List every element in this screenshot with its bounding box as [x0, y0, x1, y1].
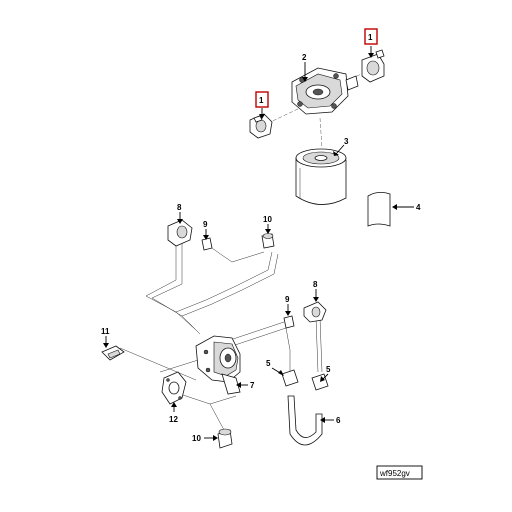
callout-6: 6: [336, 416, 341, 425]
callout-10-upper: 10: [263, 215, 272, 224]
elbow-fitting-upper: [167, 219, 193, 247]
callout-4: 4: [416, 203, 421, 212]
callout-2: 2: [302, 53, 307, 62]
clip-upper: [201, 237, 213, 251]
routing-lines: [119, 69, 371, 431]
leader-lines: [103, 46, 414, 441]
elbow-fitting-right: [303, 301, 327, 323]
highlight-box-callout-1-left: [255, 91, 269, 108]
fuel-hose: [287, 395, 323, 446]
pump-mount-bracket: [195, 335, 241, 395]
callout-7: 7: [250, 381, 255, 390]
callout-1-left: 1: [259, 96, 264, 105]
figure-code: wf952gv: [376, 465, 423, 480]
callout-9-upper: 9: [203, 220, 208, 229]
gasket-plate: [161, 371, 187, 405]
callout-11: 11: [101, 327, 110, 336]
callout-5-right: 5: [326, 365, 331, 374]
callout-12: 12: [169, 415, 178, 424]
bolt-upper: [261, 233, 275, 249]
fitting-left: [249, 113, 273, 139]
fuel-filter-head: [291, 67, 359, 115]
filter-sleeve: [367, 192, 391, 227]
fuel-filter-canister: [295, 148, 347, 205]
figure-code-text: wf952gv: [379, 469, 410, 478]
sensor: [101, 345, 125, 361]
callout-8-upper: 8: [177, 203, 182, 212]
fitting-right: [361, 49, 385, 83]
callout-10-lower: 10: [192, 434, 201, 443]
clamp-left: [281, 369, 299, 387]
callout-9-right: 9: [285, 295, 290, 304]
highlight-box-callout-1-right: [364, 28, 378, 45]
callout-5-left: 5: [266, 359, 271, 368]
callout-labels: 1 1 2 3 4 8 9 10 9 8 11 7 5 5 12 6 10: [101, 33, 421, 443]
callout-3: 3: [344, 137, 349, 146]
callout-8-right: 8: [313, 280, 318, 289]
callout-1-right: 1: [368, 33, 373, 42]
bolt-lower: [217, 428, 233, 449]
clip-right: [283, 315, 295, 329]
